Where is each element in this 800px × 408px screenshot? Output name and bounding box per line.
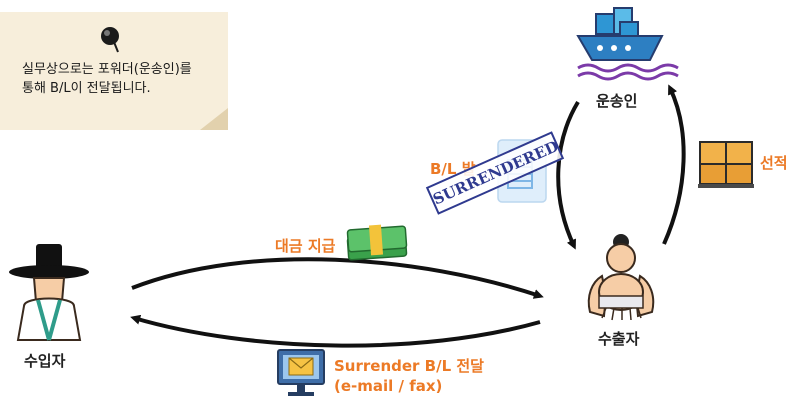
surrender-label: Surrender B/L 전달 (e-mail / fax)	[334, 356, 484, 396]
exporter-to-carrier-arrow	[662, 84, 686, 245]
sticky-note	[0, 12, 228, 130]
surrender-label-line-2: (e-mail / fax)	[334, 377, 443, 395]
computer-mail-icon	[277, 349, 325, 396]
pallet-boxes-icon	[698, 141, 754, 188]
exporter-sumo-icon	[587, 234, 655, 321]
money-icon	[346, 224, 408, 261]
importer-label: 수입자	[24, 352, 66, 370]
payment-label: 대금 지급	[275, 237, 336, 255]
surrender-arrow	[130, 314, 541, 348]
ship-icon	[576, 7, 679, 81]
surrender-label-line-1: Surrender B/L 전달	[334, 357, 484, 375]
importer-person-icon	[9, 244, 89, 341]
payment-arrow	[131, 257, 544, 299]
note-line-2: 통해 B/L이 전달됩니다.	[22, 81, 151, 96]
exporter-label: 수출자	[598, 330, 640, 348]
note-line-1: 실무상으로는 포워더(운송인)를	[22, 62, 192, 77]
note-text: 실무상으로는 포워더(운송인)를 통해 B/L이 전달됩니다.	[22, 60, 227, 98]
carrier-label: 운송인	[596, 92, 638, 110]
loading-label: 선적	[760, 154, 788, 172]
carrier-to-exporter-arrow	[556, 100, 580, 250]
pin-icon	[101, 27, 228, 130]
